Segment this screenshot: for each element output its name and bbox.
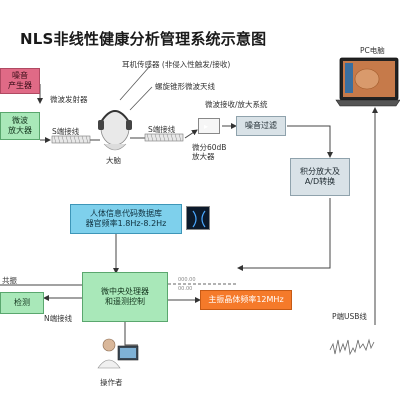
micro-amp-box: 微波 放大器 (0, 112, 40, 140)
usb-waveform (329, 338, 375, 356)
p-usb-label: P端USB线 (332, 312, 367, 321)
s-cable-coil-right (144, 133, 184, 142)
body-scan-thumbnail (186, 206, 210, 230)
operator-figure (97, 338, 139, 369)
amp-60db-chip: ▸ (198, 118, 220, 134)
s-cable-label-left: S端接线 (52, 127, 80, 136)
brain-label: 大脑 (106, 156, 121, 165)
svg-text:00.00: 00.00 (178, 286, 192, 292)
amp-60db-label: 微分60dB 放大器 (192, 143, 227, 162)
chevron-right-icon: ▸ (204, 122, 209, 131)
noise-generator-box: 噪音 产生器 (0, 68, 40, 94)
svg-text:000.00: 000.00 (178, 277, 196, 283)
microwave-emitter-label: 微波发射器 (50, 95, 88, 104)
spiral-antenna-label: 螺旋锥形微波天线 (155, 82, 215, 91)
head-illustration (98, 110, 132, 151)
laptop-illustration (335, 57, 400, 107)
human-info-db-box: 人体信息代码数据库 器官频率1.8Hz-8.2Hz (70, 204, 182, 234)
diagram-title: NLS非线性健康分析管理系统示意图 (20, 30, 267, 48)
left-partial-box: 检测 (0, 292, 44, 314)
pc-monitor-label: PC电脑 (360, 46, 385, 55)
operator-label: 操作者 (100, 378, 123, 387)
cpu-box: 微中央处理器 和遥测控制 (82, 272, 168, 322)
n-cable-label: N端接线 (44, 314, 73, 323)
s-cable-label-right: S端接线 (148, 125, 176, 134)
receiver-system-label: 微波接收/放大系统 (205, 100, 268, 109)
main-oscillator-box: 主振晶体频率12MHz (200, 290, 292, 310)
noise-filter-box: 噪音过滤 (236, 116, 286, 136)
s-cable-coil-left (51, 135, 91, 144)
integral-amp-box: 积分放大及 A/D转换 (290, 158, 350, 196)
headset-sensor-label: 耳机传感器 (非侵入性触发/接收) (122, 60, 231, 69)
resonance-label: 共振 (2, 276, 17, 285)
